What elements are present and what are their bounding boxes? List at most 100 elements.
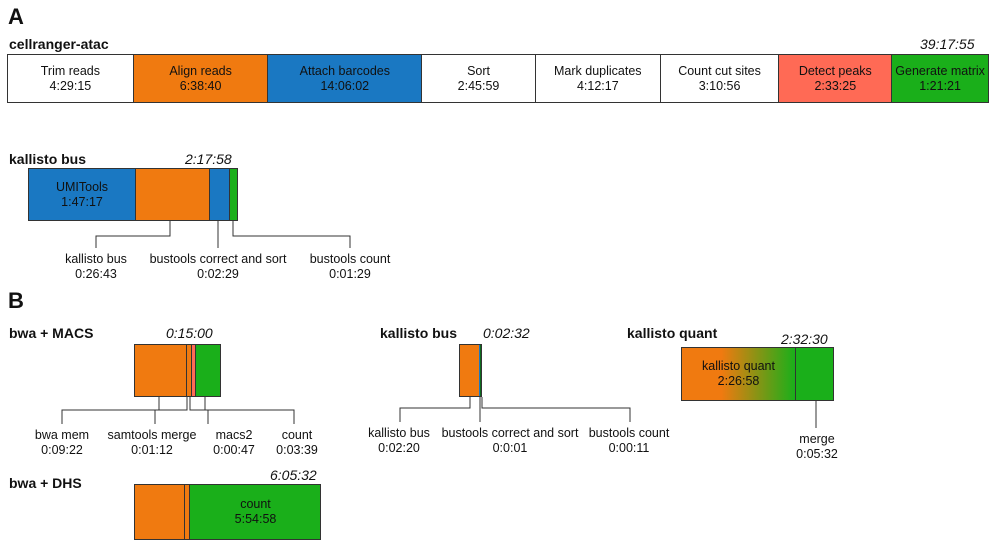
kallisto-bus-b-title: kallisto bus bbox=[380, 325, 458, 341]
segment-count bbox=[189, 485, 320, 539]
label-name: macs2 bbox=[215, 428, 253, 442]
label-time: 0:01:29 bbox=[329, 267, 371, 281]
segment-bustools-count bbox=[480, 345, 481, 396]
stage-detect-peaks: Detect peaks 2:33:25 bbox=[779, 55, 893, 102]
label-macs2: macs2 0:00:47 bbox=[213, 428, 255, 458]
stage-time: 14:06:02 bbox=[320, 78, 370, 93]
label-time: 0:26:43 bbox=[75, 267, 117, 281]
segment-name: count bbox=[240, 497, 271, 511]
segment-merge bbox=[795, 348, 833, 400]
stage-name: Attach barcodes bbox=[299, 63, 390, 78]
label-name: kallisto bus bbox=[368, 426, 430, 440]
panel-label-a: A bbox=[8, 4, 24, 29]
segment-umitools-label: UMITools 1:47:17 bbox=[29, 169, 135, 220]
leader-bwa-mem bbox=[61, 397, 160, 424]
kallisto-bus-b-total-time: 0:02:32 bbox=[483, 325, 530, 341]
bwa-dhs-title: bwa + DHS bbox=[9, 475, 82, 491]
segment-kallisto-bus bbox=[135, 169, 210, 220]
label-time: 0:02:29 bbox=[197, 267, 239, 281]
stage-name: Sort bbox=[467, 63, 490, 78]
stage-time: 1:21:21 bbox=[919, 78, 961, 93]
segment-time: 2:26:58 bbox=[717, 374, 760, 388]
label-merge: merge 0:05:32 bbox=[796, 432, 838, 462]
label-kallisto-bus-b: kallisto bus 0:02:20 bbox=[368, 426, 430, 456]
label-name: merge bbox=[799, 432, 835, 446]
stage-align-reads: Align reads 6:38:40 bbox=[133, 55, 269, 102]
stage-time: 4:29:15 bbox=[49, 78, 92, 93]
segment-name: kallisto quant bbox=[702, 359, 775, 373]
segment-bwa-mem bbox=[135, 485, 184, 539]
label-name: samtools merge bbox=[107, 428, 197, 442]
stage-time: 2:33:25 bbox=[814, 78, 857, 93]
label-name: bustools count bbox=[309, 252, 391, 266]
label-bustools-count: bustools count 0:01:29 bbox=[310, 252, 391, 282]
stage-generate-matrix: Generate matrix 1:21:21 bbox=[892, 55, 988, 102]
stage-name: Align reads bbox=[169, 63, 232, 78]
segment-umitools bbox=[29, 169, 135, 220]
label-name: bwa mem bbox=[34, 428, 90, 442]
label-time: 0:00:47 bbox=[213, 443, 255, 457]
stage-trim-reads: Trim reads 4:29:15 bbox=[8, 55, 134, 102]
segment-bustools-correct-sort bbox=[479, 345, 480, 396]
label-time: 0:01:12 bbox=[131, 443, 173, 457]
label-time: 0:00:11 bbox=[608, 441, 650, 455]
label-name: bustools correct and sort bbox=[149, 252, 287, 266]
label-bustools-count-b: bustools count 0:00:11 bbox=[589, 426, 670, 456]
label-name: bustools count bbox=[588, 426, 670, 440]
stage-name: Generate matrix bbox=[895, 63, 985, 78]
stage-name: Detect peaks bbox=[798, 63, 872, 78]
bwa-dhs-bar: count 5:54:58 bbox=[134, 484, 321, 540]
kallisto-bus-b-bar bbox=[459, 344, 482, 397]
segment-kallisto-quant bbox=[682, 348, 795, 400]
leader-samtools-merge bbox=[154, 397, 188, 424]
segment-samtools-merge bbox=[184, 485, 190, 539]
label-kallisto-bus: kallisto bus 0:26:43 bbox=[65, 252, 127, 282]
leader-count bbox=[204, 397, 295, 424]
label-bustools-correct-sort-b: bustools correct and sort 0:0:01 bbox=[442, 426, 579, 456]
label-time: 0:0:01 bbox=[492, 441, 528, 455]
segment-samtools-merge bbox=[186, 345, 192, 396]
stage-time: 3:10:56 bbox=[698, 78, 741, 93]
cellranger-total-time: 39:17:55 bbox=[920, 36, 975, 52]
stage-sort: Sort 2:45:59 bbox=[422, 55, 536, 102]
leader-macs2 bbox=[189, 397, 209, 424]
segment-macs2 bbox=[191, 345, 196, 396]
stage-name: Trim reads bbox=[40, 63, 100, 78]
label-name: bustools correct and sort bbox=[441, 426, 579, 440]
kallisto-bus-a-title: kallisto bus bbox=[9, 151, 87, 167]
label-time: 0:09:22 bbox=[41, 443, 83, 457]
label-time: 0:02:20 bbox=[378, 441, 420, 455]
label-name: count bbox=[281, 428, 313, 442]
label-bustools-correct-sort: bustools correct and sort 0:02:29 bbox=[150, 252, 287, 282]
panel-label-b: B bbox=[8, 288, 24, 313]
stage-mark-duplicates: Mark duplicates 4:12:17 bbox=[535, 55, 661, 102]
kallisto-bus-a-bar: UMITools 1:47:17 bbox=[28, 168, 238, 221]
label-name: kallisto bus bbox=[65, 252, 127, 266]
bwa-macs-total-time: 0:15:00 bbox=[166, 325, 213, 341]
leader-bustools-count-b bbox=[481, 397, 631, 422]
stage-time: 6:38:40 bbox=[179, 78, 222, 93]
kallisto-quant-title: kallisto quant bbox=[627, 325, 718, 341]
segment-name: UMITools bbox=[55, 179, 109, 194]
leader-kallisto-bus bbox=[95, 221, 171, 248]
bwa-macs-title: bwa + MACS bbox=[9, 325, 94, 341]
segment-count-label: count 5:54:58 bbox=[189, 485, 320, 539]
stage-time: 4:12:17 bbox=[576, 78, 619, 93]
leader-kallisto-bus-b bbox=[399, 397, 471, 422]
bwa-dhs-total-time: 6:05:32 bbox=[270, 467, 317, 483]
kallisto-quant-bar: kallisto quant 2:26:58 bbox=[681, 347, 834, 401]
segment-time: 5:54:58 bbox=[234, 512, 277, 526]
stage-name: Count cut sites bbox=[678, 63, 761, 78]
stage-name: Mark duplicates bbox=[554, 63, 642, 78]
cellranger-title: cellranger-atac bbox=[9, 36, 109, 52]
leader-bustools-count bbox=[232, 221, 351, 248]
kallisto-bus-a-total-time: 2:17:58 bbox=[185, 151, 232, 167]
stage-time: 2:45:59 bbox=[457, 78, 500, 93]
kallisto-quant-total-time: 2:32:30 bbox=[781, 331, 828, 347]
segment-count bbox=[195, 345, 220, 396]
segment-bustools-correct-sort bbox=[209, 169, 230, 220]
segment-kallisto-quant-label: kallisto quant 2:26:58 bbox=[682, 348, 795, 400]
label-samtools-merge: samtools merge 0:01:12 bbox=[108, 428, 197, 458]
label-time: 0:05:32 bbox=[796, 447, 838, 461]
